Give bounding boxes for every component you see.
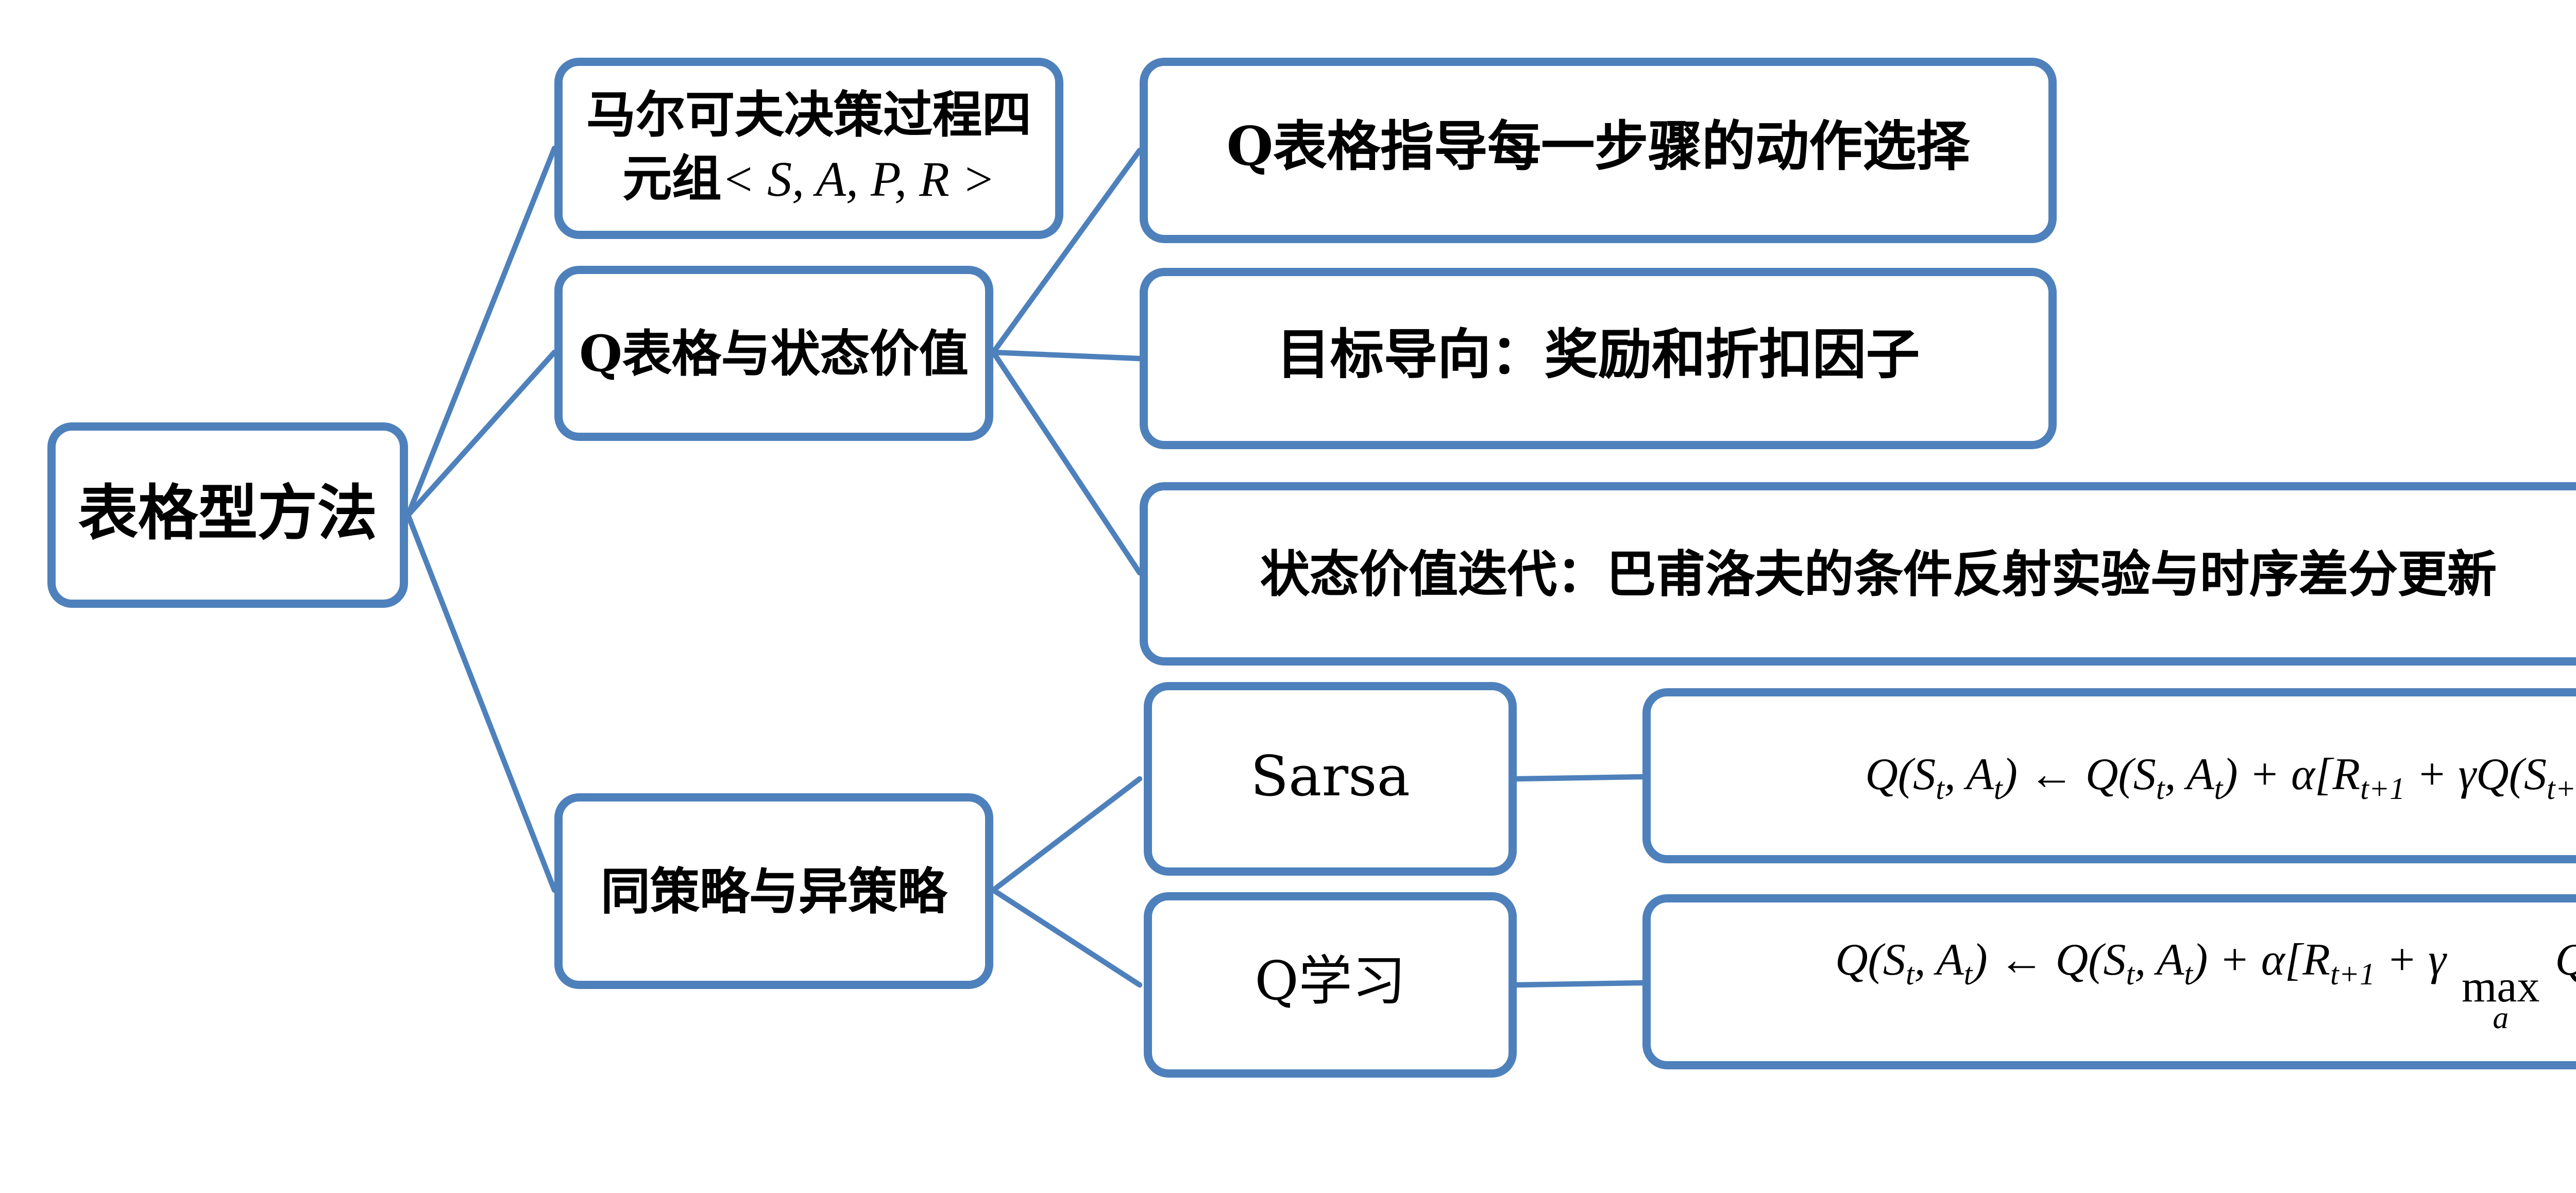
connector-sarsa-formula: [1514, 774, 1646, 782]
connector-root-policy: [405, 512, 557, 893]
mdp-tuple-math: < S, A, P, R >: [721, 155, 995, 208]
node-label: 同策略与异策略: [601, 861, 947, 921]
connector-qtable-goal: [990, 349, 1143, 362]
node-tabular-methods: 表格型方法: [47, 422, 408, 608]
node-mdp-tuple: 马尔可夫决策过程四元组< S, A, P, R >: [554, 58, 1063, 239]
connector-qlearning-formula: [1514, 980, 1646, 988]
node-qtable-action-selection: Q表格指导每一步骤的动作选择: [1140, 58, 2057, 243]
connector-root-qtable: [405, 349, 557, 518]
connector-policy-qlearning: [990, 887, 1143, 988]
connector-policy-sarsa: [990, 776, 1143, 893]
node-label: Q表格指导每一步骤的动作选择: [1226, 117, 1970, 180]
node-label: 马尔可夫决策过程四元组< S, A, P, R >: [586, 84, 1031, 208]
node-state-value-iteration: 状态价值迭代：巴甫洛夫的条件反射实验与时序差分更新: [1140, 482, 2576, 666]
node-qtable-state-value: Q表格与状态价值: [554, 266, 993, 441]
node-sarsa-formula: Q(St, At) ← Q(St, At) + α[Rt+1 + γQ(St+1…: [1642, 688, 2576, 863]
node-label: 目标导向：奖励和折扣因子: [1276, 326, 1920, 388]
sarsa-update-formula: Q(St, At) ← Q(St, At) + α[Rt+1 + γQ(St+1…: [1865, 748, 2576, 808]
node-goal-oriented: 目标导向：奖励和折扣因子: [1140, 268, 2057, 449]
node-label: Q表格与状态价值: [579, 323, 969, 383]
connector-root-mdp: [405, 145, 557, 518]
node-label: Q学习: [1255, 952, 1406, 1014]
node-label: Sarsa: [1250, 746, 1410, 811]
node-q-learning: Q学习: [1144, 892, 1517, 1078]
connector-qtable-action: [990, 147, 1143, 355]
node-label: 状态价值迭代：巴甫洛夫的条件反射实验与时序差分更新: [1260, 543, 2497, 604]
node-sarsa: Sarsa: [1144, 682, 1517, 876]
node-label: 表格型方法: [78, 478, 377, 549]
node-on-off-policy: 同策略与异策略: [554, 793, 993, 989]
connector-qtable-valueiter: [990, 349, 1143, 576]
